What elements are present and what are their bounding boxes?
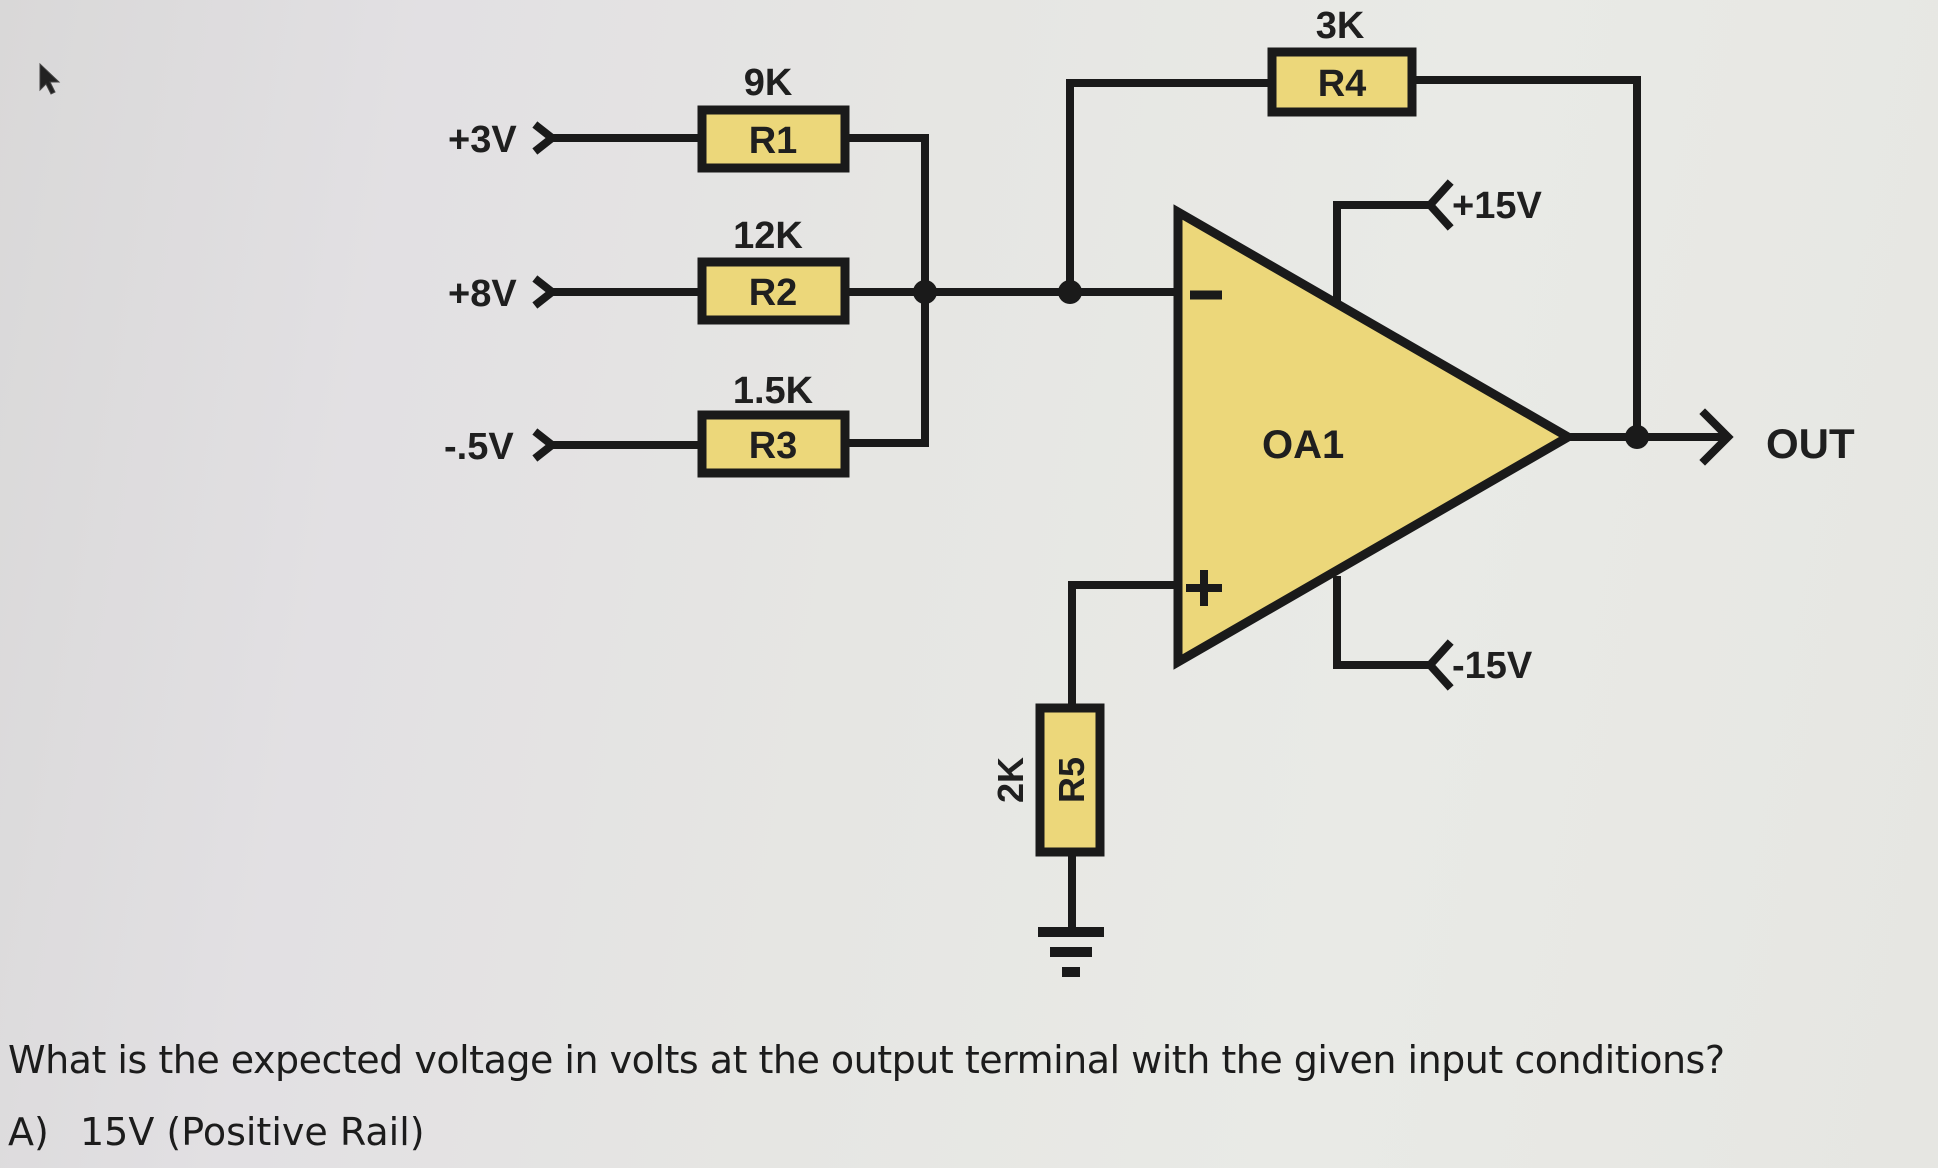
input-wire-3 (532, 428, 704, 462)
noninverting-wire (1068, 581, 1179, 934)
circuit-diagram: OA1 R1 9K R2 12K R3 1.5K R4 3K R5 2K +3V… (444, 5, 1855, 977)
resistor-r2-name: R2 (749, 272, 798, 314)
resistor-r3-name: R3 (749, 425, 798, 467)
opamp-label: OA1 (1262, 423, 1344, 467)
resistor-r4: R4 3K (1267, 5, 1417, 117)
input-wire-2 (532, 275, 1179, 309)
negative-supply-wire (1333, 576, 1454, 691)
output-label: OUT (1766, 420, 1855, 467)
resistor-r1-value: 9K (744, 62, 793, 104)
resistor-r5-name: R5 (1051, 757, 1092, 803)
resistor-r2-value: 12K (733, 215, 803, 257)
positive-supply-label: +15V (1452, 185, 1542, 227)
answer-option-letter: A) (8, 1110, 49, 1154)
resistor-r1: R1 9K (697, 62, 850, 173)
negative-supply-label: -15V (1452, 645, 1533, 687)
resistor-r3-value: 1.5K (733, 370, 814, 412)
input-voltage-label-3: -.5V (444, 426, 514, 468)
answer-option-text: 15V (Positive Rail) (80, 1110, 425, 1154)
junction-dot (913, 280, 937, 304)
resistor-r3: R3 1.5K (697, 370, 850, 478)
resistor-r2: R2 12K (697, 215, 850, 325)
resistor-r5-value: 2K (990, 757, 1031, 803)
question-text: What is the expected voltage in volts at… (8, 1038, 1725, 1082)
junction-dot (1625, 425, 1649, 449)
input-voltage-label-2: +8V (448, 273, 517, 315)
opamp-oa1: OA1 (1173, 204, 1578, 670)
input-voltage-label-1: +3V (448, 119, 517, 161)
resistor-r4-name: R4 (1318, 63, 1367, 105)
junction-dot (1058, 280, 1082, 304)
ground-icon (1038, 927, 1104, 977)
resistor-r1-name: R1 (749, 120, 798, 162)
resistor-r5: R5 2K (990, 703, 1105, 857)
mouse-cursor-icon (39, 62, 61, 95)
feedback-wire (1066, 76, 1641, 441)
resistor-r4-value: 3K (1316, 5, 1365, 47)
positive-supply-wire (1333, 179, 1454, 304)
answer-option-a[interactable]: A) 15V (Positive Rail) (8, 1110, 425, 1154)
